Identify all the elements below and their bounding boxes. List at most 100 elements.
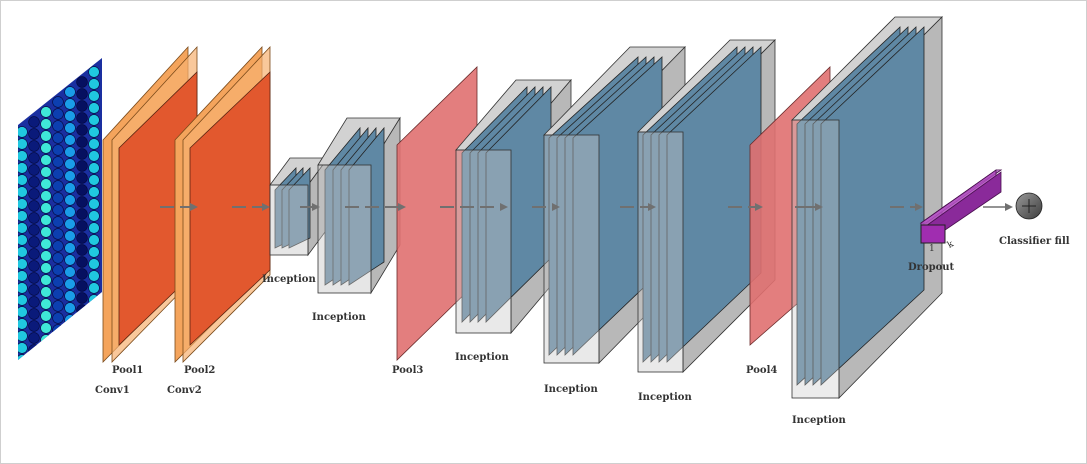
image-tile bbox=[28, 320, 40, 332]
image-tile bbox=[76, 148, 88, 160]
sum-node-icon bbox=[1015, 192, 1043, 220]
image-tile bbox=[76, 172, 88, 184]
image-tile bbox=[88, 90, 100, 102]
conv2-block bbox=[174, 45, 271, 363]
image-tile bbox=[76, 124, 88, 136]
image-tile bbox=[64, 86, 76, 98]
image-tile bbox=[28, 356, 40, 360]
image-tile bbox=[28, 344, 40, 356]
image-tile bbox=[64, 254, 76, 266]
image-tile bbox=[64, 182, 76, 194]
image-tile bbox=[64, 314, 76, 326]
image-tile bbox=[52, 252, 64, 264]
image-tile bbox=[76, 280, 88, 292]
image-tile bbox=[28, 212, 40, 224]
image-tile bbox=[52, 300, 64, 312]
image-tile bbox=[64, 326, 76, 338]
image-tile bbox=[64, 134, 76, 146]
image-tile bbox=[88, 294, 100, 306]
image-tile bbox=[18, 138, 28, 150]
image-tile bbox=[18, 186, 28, 198]
inception1-label: Inception bbox=[262, 274, 316, 285]
image-tile bbox=[64, 158, 76, 170]
image-tile bbox=[88, 102, 100, 114]
image-tile bbox=[64, 110, 76, 122]
image-tile bbox=[52, 240, 64, 252]
image-tile bbox=[76, 316, 88, 328]
image-tile bbox=[28, 284, 40, 296]
flow-arrows bbox=[160, 203, 1013, 211]
image-tile bbox=[88, 138, 100, 150]
image-tile bbox=[52, 132, 64, 144]
image-tile bbox=[76, 88, 88, 100]
image-tile bbox=[52, 144, 64, 156]
image-tile bbox=[88, 126, 100, 138]
image-tile bbox=[18, 222, 28, 234]
image-tile bbox=[40, 106, 52, 118]
image-tile bbox=[28, 236, 40, 248]
image-tile bbox=[88, 66, 100, 78]
image-tile bbox=[52, 324, 64, 336]
image-tile bbox=[52, 336, 64, 348]
image-tile bbox=[40, 154, 52, 166]
image-tile bbox=[76, 184, 88, 196]
image-tile bbox=[76, 76, 88, 88]
inception2-block bbox=[317, 116, 401, 295]
image-tile bbox=[88, 186, 100, 198]
image-tile bbox=[18, 150, 28, 162]
image-tile bbox=[88, 198, 100, 210]
inception1-block bbox=[269, 156, 329, 257]
image-tile bbox=[28, 164, 40, 176]
image-tile bbox=[88, 258, 100, 270]
image-tile bbox=[64, 290, 76, 302]
image-tile bbox=[64, 206, 76, 218]
image-tile bbox=[64, 338, 76, 350]
image-tile bbox=[18, 294, 28, 306]
dropout-label: Dropout bbox=[908, 262, 955, 273]
image-tile bbox=[40, 130, 52, 142]
image-tile bbox=[64, 170, 76, 182]
image-tile bbox=[40, 358, 52, 360]
image-tile bbox=[76, 292, 88, 304]
image-tile bbox=[88, 234, 100, 246]
image-tile bbox=[52, 120, 64, 132]
image-tile bbox=[18, 246, 28, 258]
image-tile bbox=[18, 162, 28, 174]
image-tile bbox=[64, 230, 76, 242]
image-tile bbox=[18, 330, 28, 342]
image-tile bbox=[18, 198, 28, 210]
classifier-label: Classifier fill bbox=[999, 236, 1070, 247]
image-tile bbox=[18, 126, 28, 138]
image-tile bbox=[40, 178, 52, 190]
pool4-label: Pool4 bbox=[746, 365, 778, 376]
inception4-label: Inception bbox=[544, 384, 598, 395]
image-tile bbox=[52, 168, 64, 180]
image-tile bbox=[52, 96, 64, 108]
image-tile bbox=[40, 202, 52, 214]
inception5-label: Inception bbox=[638, 392, 692, 403]
conv2-label: Conv2 bbox=[167, 385, 202, 396]
image-tile bbox=[40, 298, 52, 310]
image-tile bbox=[88, 246, 100, 258]
image-tile bbox=[40, 214, 52, 226]
image-tile bbox=[28, 116, 40, 128]
inception5-block bbox=[637, 39, 776, 373]
image-tile bbox=[64, 122, 76, 134]
image-tile bbox=[40, 262, 52, 274]
image-tile bbox=[64, 146, 76, 158]
image-tile bbox=[28, 296, 40, 308]
image-tile bbox=[29, 369, 40, 380]
image-tile bbox=[52, 216, 64, 228]
image-tile bbox=[40, 346, 52, 358]
image-tile bbox=[28, 128, 40, 140]
image-tile bbox=[88, 210, 100, 222]
image-tile bbox=[18, 258, 28, 270]
image-tile bbox=[76, 196, 88, 208]
image-tile bbox=[18, 210, 28, 222]
image-tile bbox=[52, 228, 64, 240]
image-tile bbox=[52, 204, 64, 216]
image-tile bbox=[40, 322, 52, 334]
dropout-dim-1: 1 bbox=[929, 244, 935, 254]
image-tile bbox=[64, 218, 76, 230]
